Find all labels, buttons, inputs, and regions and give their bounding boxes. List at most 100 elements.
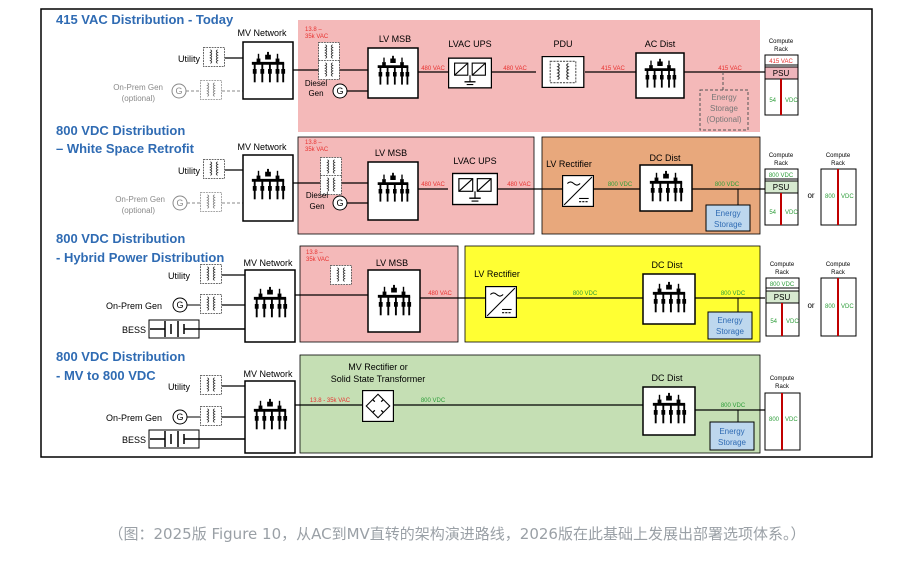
svg-text:Rack: Rack — [775, 384, 790, 390]
svg-text:800 VDC: 800 VDC — [721, 403, 746, 409]
svg-text:G: G — [336, 86, 343, 96]
ac-dist-label: AC Dist — [645, 39, 676, 49]
mv-rectifier-label: MV Rectifier or — [348, 362, 408, 372]
svg-text:(optional): (optional) — [122, 206, 156, 215]
svg-text:800 VDC: 800 VDC — [421, 398, 446, 404]
svg-text:On-Prem Gen: On-Prem Gen — [115, 195, 165, 204]
svg-text:Storage: Storage — [714, 220, 743, 229]
svg-text:480 VAC: 480 VAC — [503, 66, 527, 72]
lvac-ups-label: LVAC UPS — [448, 39, 491, 49]
svg-text:Rack: Rack — [774, 161, 789, 167]
row-title: 800 VDC Distribution — [56, 123, 185, 138]
svg-text:LV MSB: LV MSB — [375, 148, 407, 158]
svg-text:35k VAC: 35k VAC — [305, 34, 329, 40]
row-415vac: 415 VAC Distribution - Today Utility On-… — [56, 12, 799, 132]
svg-text:LVAC UPS: LVAC UPS — [453, 156, 496, 166]
svg-text:13.8 - 35k VAC: 13.8 - 35k VAC — [310, 398, 351, 404]
svg-text:800: 800 — [769, 417, 780, 423]
energy-storage — [707, 311, 753, 340]
or-label: or — [807, 191, 814, 200]
compute-rack-label: Compute — [769, 39, 794, 45]
battery-icon — [148, 319, 245, 339]
energy-storage — [705, 204, 751, 232]
solid-state-transformer-icon — [362, 390, 394, 422]
svg-text:800 VDC: 800 VDC — [769, 173, 794, 179]
svg-text:Energy: Energy — [719, 427, 744, 436]
svg-text:35k VAC: 35k VAC — [305, 147, 329, 153]
svg-text:Compute: Compute — [826, 262, 851, 268]
row-title: 800 VDC Distribution — [56, 349, 185, 364]
svg-text:LV Rectifier: LV Rectifier — [474, 269, 520, 279]
svg-text:On-Prem Gen: On-Prem Gen — [106, 413, 162, 423]
svg-text:415 VAC: 415 VAC — [601, 66, 625, 72]
svg-text:54: 54 — [770, 319, 777, 325]
svg-text:- MV to 800 VDC: - MV to 800 VDC — [56, 368, 156, 383]
svg-text:– White Space Retrofit: – White Space Retrofit — [56, 141, 195, 156]
svg-text:Energy: Energy — [717, 316, 742, 325]
svg-text:Compute: Compute — [826, 153, 851, 159]
lv-msb-label: LV MSB — [379, 34, 411, 44]
svg-text:PSU: PSU — [774, 293, 791, 302]
or-label: or — [807, 301, 814, 310]
svg-text:VDC: VDC — [841, 304, 854, 310]
svg-text:Compute: Compute — [769, 153, 794, 159]
svg-text:PSU: PSU — [773, 183, 790, 192]
svg-text:13.8 –: 13.8 – — [306, 250, 323, 256]
svg-text:415 VAC: 415 VAC — [718, 66, 742, 72]
svg-text:480 VAC: 480 VAC — [428, 291, 452, 297]
svg-text:800 VDC: 800 VDC — [715, 182, 740, 188]
svg-text:Energy: Energy — [711, 93, 736, 102]
svg-text:Rack: Rack — [831, 161, 846, 167]
svg-text:54: 54 — [769, 210, 776, 216]
svg-text:Rack: Rack — [774, 47, 789, 53]
svg-text:800 VDC: 800 VDC — [573, 291, 598, 297]
bess-label: BESS — [122, 325, 146, 335]
row-mv-to-800vdc: 800 VDC Distribution - MV to 800 VDC Uti… — [56, 349, 801, 454]
svg-text:480 VAC: 480 VAC — [421, 182, 445, 188]
svg-text:G: G — [176, 300, 183, 310]
svg-text:MV Network: MV Network — [237, 142, 287, 152]
svg-text:Gen: Gen — [308, 89, 323, 98]
svg-text:800: 800 — [825, 304, 836, 310]
svg-text:Compute: Compute — [770, 376, 795, 382]
svg-text:DC Dist: DC Dist — [650, 153, 681, 163]
svg-text:DC Dist: DC Dist — [652, 260, 683, 270]
svg-text:VDC: VDC — [841, 194, 854, 200]
svg-text:DC Dist: DC Dist — [652, 373, 683, 383]
svg-text:35k VAC: 35k VAC — [306, 257, 330, 263]
svg-text:(Optional): (Optional) — [706, 115, 741, 124]
svg-text:Compute: Compute — [770, 262, 795, 268]
svg-text:VDC: VDC — [786, 319, 799, 325]
svg-text:Utility: Utility — [178, 166, 200, 176]
battery-icon — [148, 429, 245, 449]
mv-network-label: MV Network — [237, 28, 287, 38]
svg-text:800 VDC: 800 VDC — [770, 282, 795, 288]
bess-label: BESS — [122, 435, 146, 445]
svg-text:VDC: VDC — [785, 98, 798, 104]
row-800vdc-retrofit: 800 VDC Distribution – White Space Retro… — [56, 123, 857, 235]
onprem-gen-sub: (optional) — [122, 94, 156, 103]
svg-text:Storage: Storage — [710, 104, 739, 113]
svg-text:- Hybrid Power Distribution: - Hybrid Power Distribution — [56, 250, 224, 265]
ups-icon — [448, 57, 492, 89]
architecture-diagram: 415 VAC Distribution - Today Utility On-… — [40, 8, 873, 458]
svg-text:480 VAC: 480 VAC — [507, 182, 531, 188]
svg-text:Rack: Rack — [831, 270, 846, 276]
row-800vdc-hybrid: 800 VDC Distribution - Hybrid Power Dist… — [56, 231, 857, 343]
mv-transformer-icon — [318, 42, 340, 62]
svg-text:G: G — [176, 412, 183, 422]
svg-text:Energy: Energy — [715, 209, 740, 218]
row-title: 800 VDC Distribution — [56, 231, 185, 246]
lv-msb-switchgear — [367, 161, 419, 221]
energy-storage — [709, 421, 755, 451]
svg-text:Utility: Utility — [168, 382, 190, 392]
svg-text:Utility: Utility — [168, 271, 190, 281]
figure-caption: （图：2025版 Figure 10，从AC到MV直转的架构演进路线，2026版… — [108, 525, 806, 543]
svg-text:LV MSB: LV MSB — [376, 258, 408, 268]
svg-text:G: G — [336, 198, 343, 208]
svg-text:800: 800 — [825, 194, 836, 200]
row-title: 415 VAC Distribution - Today — [56, 12, 234, 27]
pdu-icon — [541, 56, 585, 88]
rectifier-icon — [485, 286, 517, 318]
svg-text:800 VDC: 800 VDC — [608, 182, 633, 188]
